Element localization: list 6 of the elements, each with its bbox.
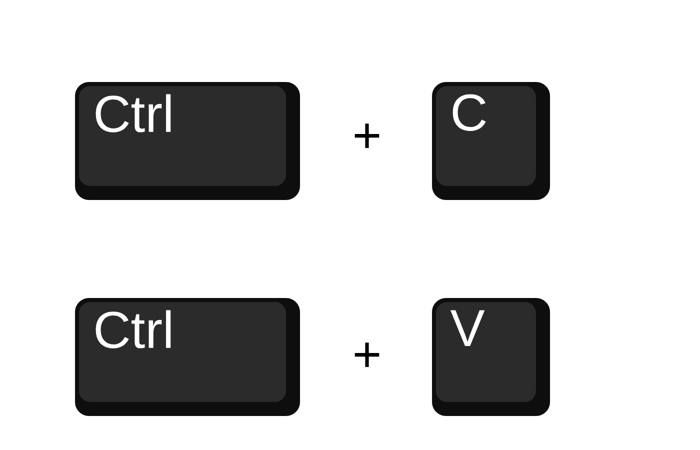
plus-sign: +	[354, 124, 380, 148]
keyboard-key: Ctrl	[75, 298, 300, 416]
keyboard-key: C	[432, 82, 550, 200]
keyboard-key: Ctrl	[75, 82, 300, 200]
keyboard-key: V	[432, 298, 550, 416]
plus-sign: +	[354, 342, 380, 368]
